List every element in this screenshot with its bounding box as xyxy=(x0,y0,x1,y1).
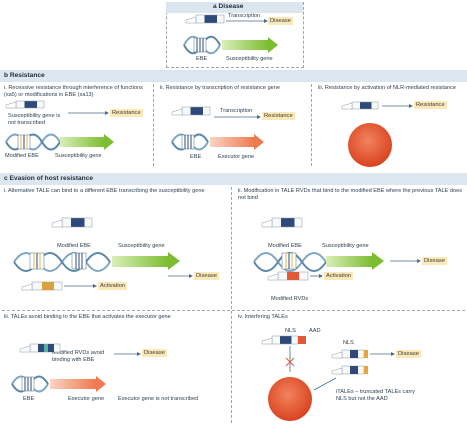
panel-a-disease-tag: Disease xyxy=(268,17,293,25)
b-i-gene-body xyxy=(60,137,104,147)
b-divider-2 xyxy=(311,84,312,166)
b-i-modified-ebe-label: Modified EBE xyxy=(5,153,39,159)
c-iii-disease-tag: Disease xyxy=(142,349,167,357)
c-iv-itale-2 xyxy=(331,365,368,375)
b-iii-resistance-tag: Resistance xyxy=(414,101,447,109)
c-ii-tale-top xyxy=(261,217,303,228)
b-i-description: i. Recessive resistance through interfer… xyxy=(4,85,143,98)
c-iii-avoid-label: Modified RVDs avoid binding with EBE xyxy=(52,350,105,363)
c-divider-horizontal xyxy=(2,310,465,311)
section-b-header-bar xyxy=(0,70,467,82)
c-ii-disease-tag: Disease xyxy=(422,257,447,265)
b-i-gene-label: Susceptibility gene xyxy=(55,153,102,159)
c-i-activation-tag: Activation xyxy=(98,282,128,290)
b-ii-executor-body xyxy=(210,137,254,147)
c-divider-vertical xyxy=(231,187,232,423)
c-ii-gene-label: Susceptibility gene xyxy=(322,243,369,249)
c-i-description: i. Alternative TALE can bind to a differ… xyxy=(4,188,205,194)
b-ii-resistance-tag: Resistance xyxy=(262,112,295,120)
c-iii-description: iii. TALEs avoid binding to the EBE that… xyxy=(4,314,171,320)
c-ii-activation-tag: Activation xyxy=(324,272,354,280)
c-ii-dna xyxy=(253,252,327,272)
b-iii-description: iii. Resistance by activation of NLR-med… xyxy=(318,85,457,91)
c-i-dna xyxy=(13,252,111,272)
c-iv-disease-tag: Disease xyxy=(396,350,421,358)
c-iii-not-transcribed: Executor gene is not transcribed xyxy=(118,396,199,402)
c-iii-dna xyxy=(11,375,49,393)
c-iv-aad-label: AAD xyxy=(309,328,321,334)
b-i-resistance-tag: Resistance xyxy=(110,109,143,117)
b-i-tale xyxy=(5,100,45,109)
c-iv-itales-label: iTALEs – truncated TALEs carry NLS but n… xyxy=(336,389,415,402)
b-ii-gene-label: Executor gene xyxy=(218,154,255,160)
b-ii-ebe-label: EBE xyxy=(190,154,202,160)
b-i-not-transcribed: Susceptibility gene is not transcribed xyxy=(8,113,61,126)
c-ii-description: ii. Modification in TALE RVDs that bind … xyxy=(238,188,462,201)
b-ii-tale xyxy=(171,106,211,116)
b-ii-dna xyxy=(171,133,209,151)
c-iv-itale xyxy=(331,349,368,359)
c-i-gene-body xyxy=(112,256,168,267)
c-iv-nls1-label: NLS xyxy=(285,328,296,334)
c-i-tale-bottom xyxy=(21,281,63,291)
panel-a-transcription-label: Transcription xyxy=(228,13,261,19)
c-iii-gene-label: Executor gene xyxy=(68,396,105,402)
c-iii-executor-body xyxy=(50,379,96,389)
panel-a-gene-label: Susceptibility gene xyxy=(226,56,273,62)
c-ii-tale-bottom xyxy=(267,271,309,281)
c-iii-ebe-label: EBE xyxy=(23,396,35,402)
c-iv-nls2-label: NLS xyxy=(343,340,354,346)
c-iv-full-tale xyxy=(261,335,306,345)
c-iv-description: iv. Interfering TALEs xyxy=(238,314,288,320)
b-ii-description: ii. Resistance by transcription of resis… xyxy=(160,85,281,91)
b-iii-tale xyxy=(341,101,379,110)
b-divider-1 xyxy=(153,84,154,166)
c-i-gene-label: Susceptibility gene xyxy=(118,243,165,249)
b-ii-transcription-label: Transcription xyxy=(220,108,253,114)
c-i-disease-tag: Disease xyxy=(194,272,219,280)
panel-a-header-bar xyxy=(166,2,303,13)
c-ii-modified-ebe-label: Modified EBE xyxy=(268,243,302,249)
c-iv-itale-pointer xyxy=(313,377,337,391)
c-i-tale-top xyxy=(51,217,93,228)
c-i-modified-ebe-label: Modified EBE xyxy=(57,243,91,249)
panel-a-ebe-label: EBE xyxy=(196,56,208,62)
c-ii-rvds-label: Modified RVDs xyxy=(271,296,309,302)
panel-a-header: a Disease xyxy=(213,3,244,10)
section-c-header-bar xyxy=(0,173,467,185)
section-c-header: c Evasion of host resistance xyxy=(4,175,94,182)
c-iv-nlr-label: Xa1/Xo1 (NLR) xyxy=(266,397,304,403)
section-b-header: b Resistance xyxy=(4,72,45,79)
b-iii-nlr-label: Xa1/Xo1 (NLR) xyxy=(353,143,391,149)
b-i-dna xyxy=(5,133,61,151)
c-ii-gene-body xyxy=(326,256,372,267)
